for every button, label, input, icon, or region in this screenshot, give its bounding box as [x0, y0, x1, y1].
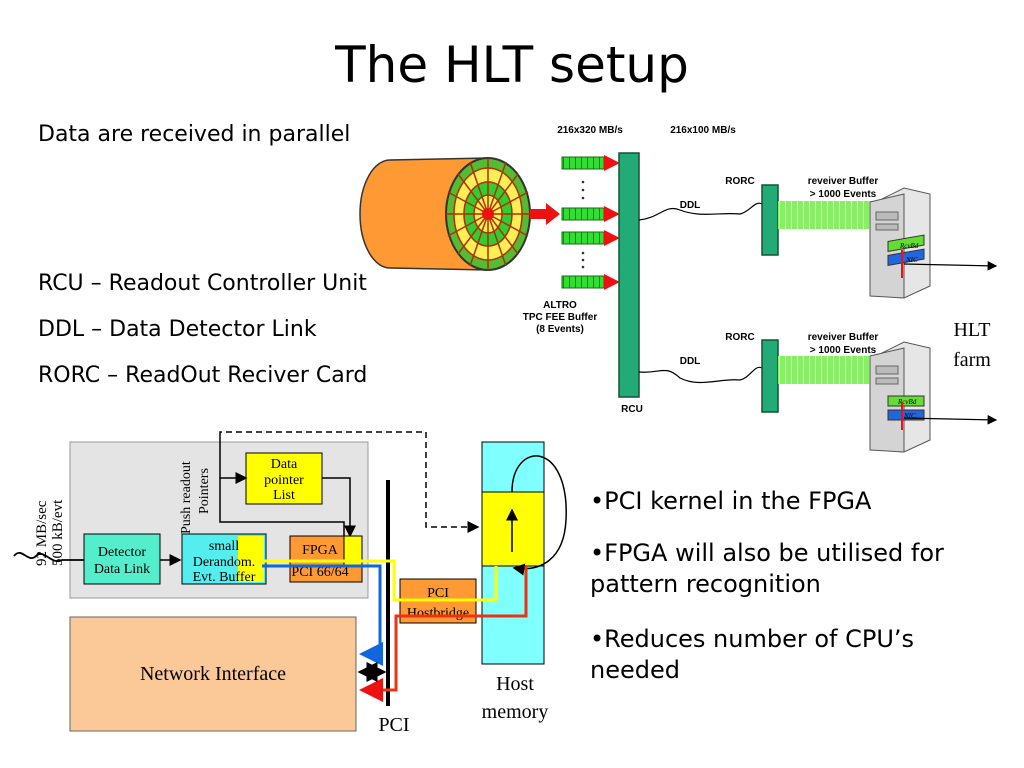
network-interface-label: Network Interface: [140, 663, 286, 685]
rate-ddl: 216x100 MB/s: [670, 125, 736, 136]
pc-icon-1: RcvBd NIC: [869, 187, 931, 299]
data-pointer-3: List: [273, 488, 295, 503]
yellow-data-path: [262, 559, 498, 602]
ddl-label-1: DDL: [680, 200, 701, 211]
text-rcu-definition: RCU – Readout Controller Unit: [38, 271, 367, 296]
data-pointer-1: Data: [271, 457, 298, 472]
push-label-1: Push readout: [179, 461, 194, 534]
hlt-farm-label-1: HLT: [953, 319, 990, 341]
host-memory-buffer: [481, 491, 545, 567]
buffer-label-1a: reveiver Buffer: [808, 176, 879, 187]
derandom-label-1: small: [209, 539, 239, 554]
data-pointer-2: pointer: [264, 473, 304, 488]
rcu-bar: [618, 152, 640, 398]
rate-label-2: 500 kB/evt: [50, 499, 66, 566]
hostbridge-label-1: PCI: [427, 586, 449, 601]
host-memory-label-1: Host: [496, 673, 534, 695]
bullet-reduces-cpu: •Reduces number of CPU’s needed: [590, 625, 915, 684]
pc2-output-arrow: [903, 415, 998, 425]
bullet-fpga-pattern: •FPGA will also be utilised for pattern …: [590, 539, 944, 598]
rorc-card-2: [761, 339, 779, 413]
receiver-buffer-2: [778, 356, 878, 384]
ddl-cable-2: [638, 366, 763, 384]
fpga-label-1: FPGA: [302, 543, 339, 558]
fee-buffers: [561, 155, 620, 290]
pc-icon-2: RcvBd NIC: [869, 341, 931, 453]
blue-data-path: [262, 564, 383, 666]
detector-arrow-icon: [530, 203, 560, 225]
derandom-label-2: Derandom.: [193, 555, 256, 570]
red-data-path: [359, 566, 528, 702]
push-label-2: Pointers: [197, 468, 212, 514]
pc1-nic: NIC: [905, 256, 918, 264]
pci-bus: [386, 480, 390, 706]
pc2-nic: NIC: [903, 412, 916, 420]
bullet-pci-kernel: •PCI kernel in the FPGA: [590, 487, 872, 515]
pc1-rcvbd: RcvBd: [899, 242, 919, 250]
detector-data-link-box: [83, 533, 161, 585]
network-interface-box: [69, 616, 357, 732]
derandom-label-3: Evt. Buffer: [193, 570, 256, 585]
rate-fee-rcu: 216x320 MB/s: [557, 125, 623, 136]
receiver-buffer-1: [778, 201, 878, 229]
fpga-label-2: PCI 66/64: [291, 565, 348, 580]
buffer-label-2b: > 1000 Events: [810, 345, 877, 356]
altro-label-3: (8 Events): [536, 324, 584, 335]
hlt-farm-label-2: farm: [953, 349, 991, 371]
altro-label-2: TPC FEE Buffer: [523, 312, 598, 323]
rorc-label-2: RORC: [725, 332, 754, 343]
rorc-label-1: RORC: [725, 176, 754, 187]
host-memory-label-2: memory: [482, 701, 549, 723]
hostbridge-label-2: Hostbridge: [407, 606, 469, 621]
pc1-output-arrow: [903, 261, 998, 271]
pci-label: PCI: [378, 714, 409, 736]
pc2-rcvbd: RcvBd: [897, 398, 917, 406]
tpc-detector-icon: [359, 157, 531, 271]
ddl-cable-1: [638, 202, 763, 221]
input-cable: [13, 552, 84, 563]
text-parallel: Data are received in parallel: [38, 122, 351, 147]
detector-label-2: Data Link: [94, 562, 150, 577]
rcu-label: RCU: [621, 404, 643, 415]
detector-label-1: Detector: [98, 545, 147, 560]
ddl-label-2: DDL: [680, 356, 701, 367]
dashed-pointer-link: [219, 431, 480, 533]
rorc-card-1: [761, 184, 779, 256]
text-ddl-definition: DDL – Data Detector Link: [38, 317, 317, 342]
page-title: The HLT setup: [335, 36, 689, 94]
buffer-label-1b: > 1000 Events: [810, 189, 877, 200]
data-pointer-list-box: [245, 452, 323, 505]
text-rorc-definition: RORC – ReadOut Reciver Card: [38, 363, 368, 388]
altro-label-1: ALTRO: [543, 300, 577, 311]
buffer-label-2a: reveiver Buffer: [808, 332, 879, 343]
rate-label-1: 92 MB/sec: [34, 500, 50, 566]
